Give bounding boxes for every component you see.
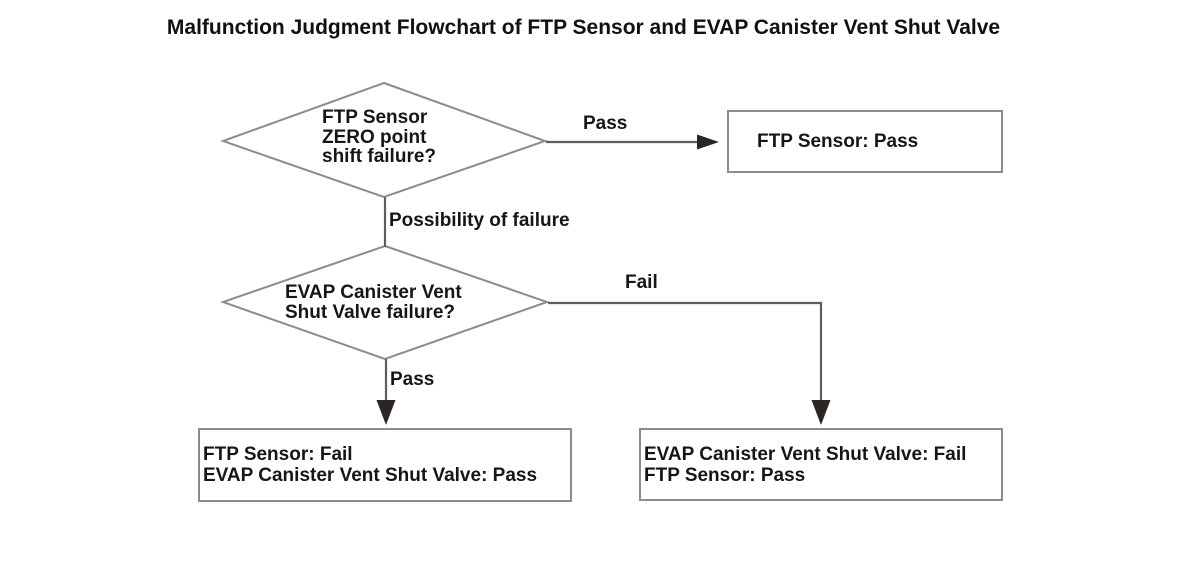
label-line: FTP Sensor [322,107,428,128]
result-line: EVAP Canister Vent Shut Valve: Fail [644,443,967,465]
label-line: shift failure? [322,146,437,167]
result-box-ftp-fail-evap-pass: FTP Sensor: Fail EVAP Canister Vent Shut… [198,428,572,502]
edge-label-pass-right: Pass [583,113,628,134]
arrowhead-fail-down [811,400,831,425]
edge-label-possibility-of-failure: Possibility of failure [389,210,570,231]
decision-evap-vent-label: EVAP Canister Vent Shut Valve failure? [285,283,462,323]
result-box-ftp-pass: FTP Sensor: Pass [727,110,1003,173]
label-line: Shut Valve failure? [285,302,455,323]
edge-label-fail: Fail [625,272,658,293]
arrowhead-pass-down [376,400,396,425]
arrowhead-pass-right [697,134,719,150]
result-line: FTP Sensor: Pass [644,464,806,486]
page-title: Malfunction Judgment Flowchart of FTP Se… [166,16,1001,39]
result-box-evap-fail-ftp-pass: EVAP Canister Vent Shut Valve: Fail FTP … [639,428,1003,501]
result-line: FTP Sensor: Pass [757,131,919,152]
decision-ftp-zero-label: FTP Sensor ZERO point shift failure? [322,108,436,167]
result-line: EVAP Canister Vent Shut Valve: Pass [203,465,538,486]
label-line: EVAP Canister Vent [285,282,462,303]
connector-fail-line [548,301,823,401]
label-line: ZERO point [322,126,427,148]
edge-label-pass-down: Pass [390,369,435,390]
result-line: FTP Sensor: Fail [203,444,353,465]
